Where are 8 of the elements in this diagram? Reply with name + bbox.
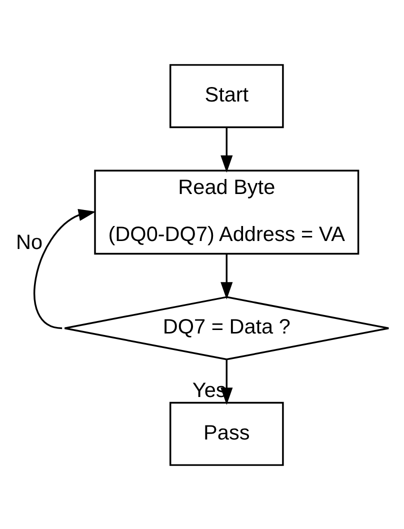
node-box: Read Byte (DQ0-DQ7) Address = VA: [94, 169, 360, 254]
node-box: Pass: [169, 401, 284, 466]
node-diamond: DQ7 = Data ?: [64, 296, 390, 360]
node-box: Start: [169, 64, 284, 128]
arrow: [34, 208, 96, 329]
arrow: [220, 253, 233, 299]
edge-label: No: [16, 230, 43, 254]
arrow: [220, 126, 233, 172]
